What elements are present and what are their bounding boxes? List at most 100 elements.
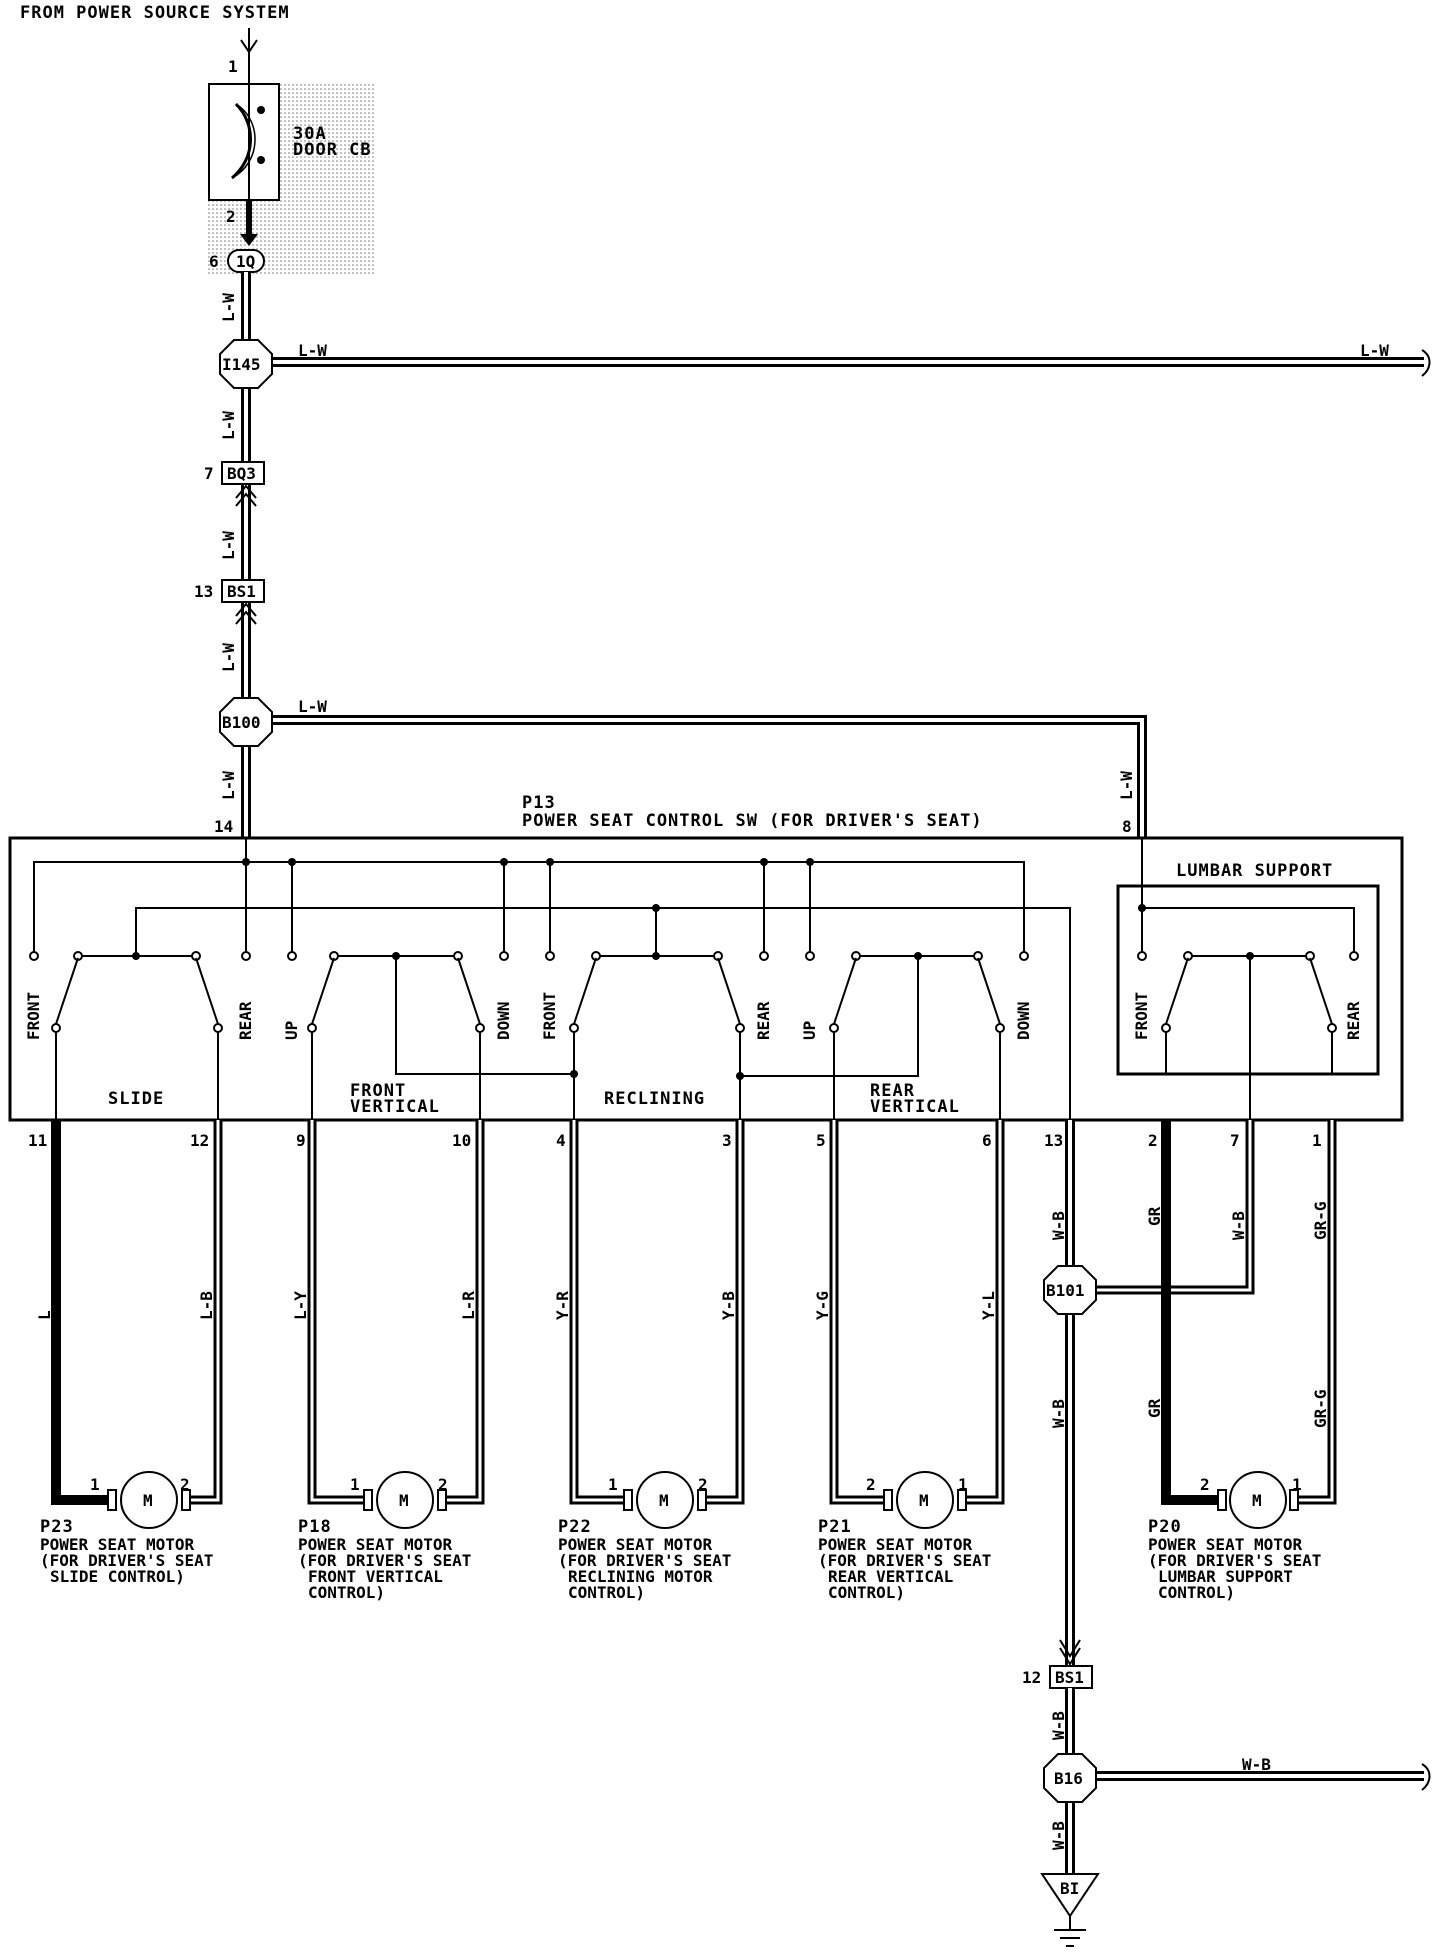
pin-12: 12	[190, 1131, 209, 1150]
motor-p21-symbol: M	[919, 1491, 929, 1510]
motor-p22-symbol: M	[659, 1491, 669, 1510]
svg-text:FRONT VERTICAL: FRONT VERTICAL	[308, 1567, 443, 1586]
group-rear-vertical-2: VERTICAL	[870, 1097, 960, 1117]
motor-p20-icon	[1229, 1471, 1287, 1529]
pin-6: 6	[982, 1131, 992, 1150]
power-seat-switch-box	[8, 836, 1404, 1122]
svg-text:CONTROL): CONTROL)	[308, 1583, 385, 1602]
group-reclining: RECLINING	[604, 1089, 705, 1109]
pin-7: 7	[1230, 1131, 1240, 1150]
connector-bs1-top	[221, 579, 265, 603]
motor-p20-pin-left: 2	[1200, 1475, 1210, 1494]
svg-text:(FOR DRIVER'S SEAT: (FOR DRIVER'S SEAT	[298, 1551, 471, 1570]
ground-point-bi-id: BI	[1060, 1879, 1079, 1898]
wire-lw-3: L-W	[219, 531, 238, 560]
svg-text:CONTROL): CONTROL)	[1158, 1583, 1235, 1602]
wire-lw-i145-left: L-W	[298, 341, 327, 360]
motor-p20-pin-right: 1	[1292, 1475, 1302, 1494]
svg-text:P23: P23	[40, 1517, 74, 1537]
wire-lw-2: L-W	[219, 411, 238, 440]
connector-1q-id: 1Q	[236, 252, 255, 271]
breaker-pin-out: 2	[226, 207, 236, 226]
motor-p22-pin-left: 1	[608, 1475, 618, 1494]
wire-lw-b100: L-W	[298, 697, 327, 716]
source-pin-in: 1	[228, 57, 238, 76]
motor-p22: M 1 2	[608, 1471, 708, 1529]
connector-bs1-bottom-pin: 12	[1022, 1668, 1041, 1687]
breaker-element-icon	[231, 102, 252, 180]
svg-text:POWER SEAT MOTOR: POWER SEAT MOTOR	[1148, 1535, 1302, 1554]
svg-text:(FOR DRIVER'S SEAT: (FOR DRIVER'S SEAT	[40, 1551, 213, 1570]
svg-text:POWER SEAT MOTOR: POWER SEAT MOTOR	[558, 1535, 712, 1554]
pos-lumbar-rear: REAR	[1344, 1001, 1363, 1040]
connector-bs1-bottom-id: BS1	[1055, 1668, 1084, 1687]
wire-label-wb-b16: W-B	[1242, 1755, 1271, 1774]
ground-point-bi	[1040, 1873, 1100, 1918]
pos-reclining-front: FRONT	[540, 992, 559, 1040]
svg-text:(FOR DRIVER'S SEAT: (FOR DRIVER'S SEAT	[558, 1551, 731, 1570]
pin-2: 2	[1148, 1131, 1158, 1150]
motor-p18-icon	[376, 1471, 434, 1529]
pin-3: 3	[722, 1131, 732, 1150]
wire-p20-gr	[1161, 1120, 1222, 1505]
motor-p21-pin-right: 1	[958, 1475, 968, 1494]
group-front-vertical-2: VERTICAL	[350, 1097, 440, 1117]
motor-p23-caption: P23 POWER SEAT MOTOR (FOR DRIVER'S SEAT …	[40, 1517, 213, 1586]
wire-p21	[829, 1120, 1005, 1505]
b100-branch-wire	[266, 715, 1147, 838]
pos-lumbar-front: FRONT	[1132, 992, 1151, 1040]
switch-pin-14: 14	[214, 817, 233, 836]
svg-text:POWER SEAT MOTOR: POWER SEAT MOTOR	[818, 1535, 972, 1554]
svg-text:REAR VERTICAL: REAR VERTICAL	[828, 1567, 953, 1586]
power-source-label: FROM POWER SOURCE SYSTEM	[20, 3, 290, 23]
switch-terminals	[29, 951, 1359, 961]
switch-id: P13	[522, 793, 556, 813]
wire-p20-grg	[1294, 1120, 1337, 1505]
pos-reclining-rear: REAR	[754, 1001, 773, 1040]
motor-p23-symbol: M	[143, 1491, 153, 1510]
ground-icon	[1054, 1929, 1086, 1947]
motor-p23-pin-right: 2	[180, 1475, 190, 1494]
svg-text:LUMBAR SUPPORT: LUMBAR SUPPORT	[1158, 1567, 1293, 1586]
pin-1: 1	[1312, 1131, 1322, 1150]
group-slide: SLIDE	[108, 1089, 164, 1109]
wire-lw-lumbar: L-W	[1117, 771, 1136, 800]
wire-label-yl: Y-L	[979, 1291, 998, 1320]
svg-text:(FOR DRIVER'S SEAT: (FOR DRIVER'S SEAT	[818, 1551, 991, 1570]
wire-label-lr: L-R	[459, 1291, 478, 1320]
wire-label-gr-1: GR	[1145, 1206, 1164, 1226]
wire-label-yg: Y-G	[813, 1291, 832, 1320]
motor-p18: M 1 2	[350, 1471, 448, 1529]
motor-p22-icon	[636, 1471, 694, 1529]
wire-lw-1: L-W	[219, 293, 238, 322]
motor-p20-symbol: M	[1252, 1491, 1262, 1510]
pos-rear-vertical-down: DOWN	[1014, 1001, 1033, 1040]
junction-b16-id: B16	[1054, 1769, 1083, 1788]
wire-p22	[569, 1120, 745, 1505]
svg-text:P21: P21	[818, 1517, 852, 1537]
wire-label-yb: Y-B	[719, 1291, 738, 1320]
switch-slide	[51, 951, 223, 1033]
wire-label-grg-1: GR-G	[1311, 1201, 1330, 1240]
connector-bs1-top-id: BS1	[227, 582, 256, 601]
junction-b16	[1043, 1753, 1097, 1803]
circuit-breaker	[208, 83, 280, 201]
pin-5: 5	[816, 1131, 826, 1150]
group-front-vertical-1: FRONT	[350, 1081, 406, 1101]
motor-p23-pin-left: 1	[90, 1475, 100, 1494]
group-rear-vertical-1: REAR	[870, 1081, 915, 1101]
lumbar-title: LUMBAR SUPPORT	[1176, 861, 1333, 881]
breaker-name: DOOR CB	[293, 140, 372, 160]
svg-text:CONTROL): CONTROL)	[568, 1583, 645, 1602]
motor-p18-caption: P18 POWER SEAT MOTOR (FOR DRIVER'S SEAT …	[298, 1517, 471, 1602]
junction-b100	[219, 697, 273, 747]
wire-wb-b101	[1065, 1120, 1255, 1668]
wire-label-gr-2: GR	[1145, 1398, 1164, 1418]
svg-text:POWER SEAT MOTOR: POWER SEAT MOTOR	[298, 1535, 452, 1554]
wire-p18	[307, 1120, 485, 1505]
wire-label-grg-2: GR-G	[1311, 1389, 1330, 1428]
motor-p18-pin-left: 1	[350, 1475, 360, 1494]
breaker-rating: 30A	[293, 124, 327, 144]
switch-title: POWER SEAT CONTROL SW (FOR DRIVER'S SEAT…	[522, 811, 983, 831]
motor-p20-caption: P20 POWER SEAT MOTOR (FOR DRIVER'S SEAT …	[1148, 1517, 1321, 1602]
